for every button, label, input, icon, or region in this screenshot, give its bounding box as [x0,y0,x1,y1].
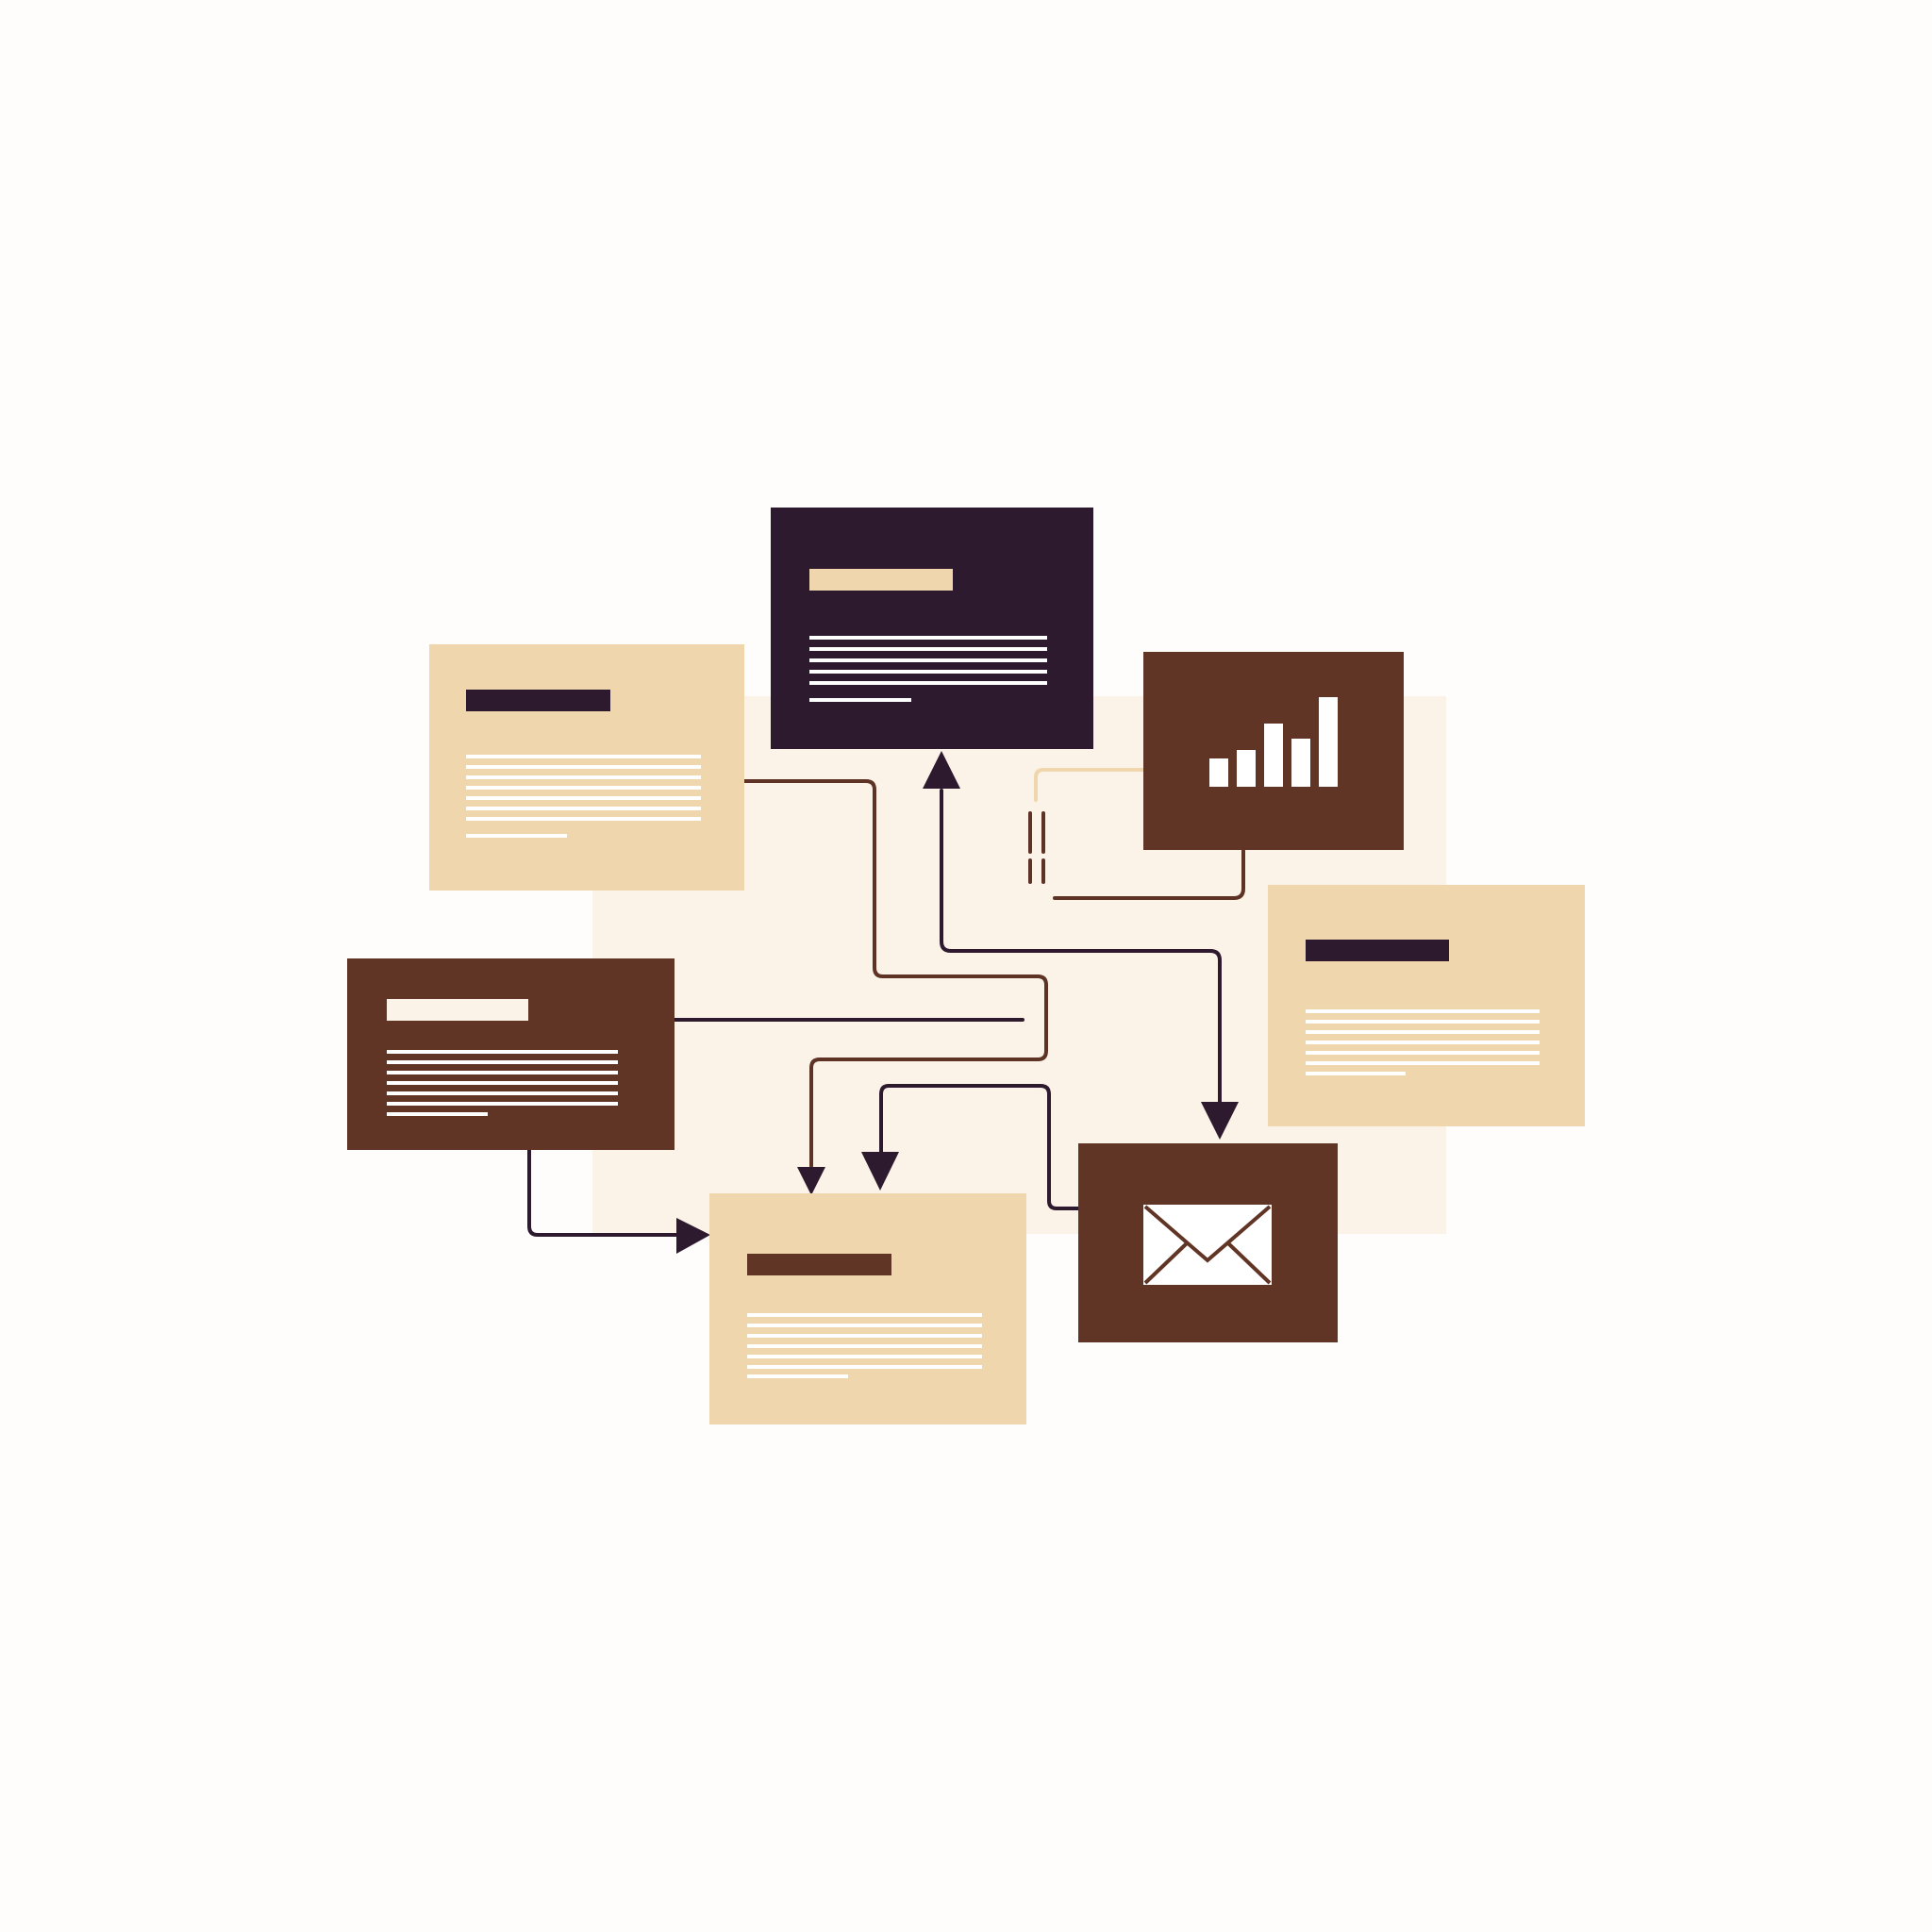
connector-up-to-topcenter [940,789,1222,1106]
card-right[interactable] [1268,885,1585,1126]
text-lines-icon [747,1313,982,1378]
card-title-bar [1306,940,1449,961]
card-mail[interactable] [1078,1143,1338,1342]
arrowhead-up-topcenter [923,751,960,789]
card-title-bar [747,1254,891,1275]
card-title-bar [466,690,610,711]
arrowhead-down-mail [1201,1102,1239,1140]
card-title-bar [809,569,953,591]
card-bottom-center[interactable] [709,1193,1026,1424]
card-top-center[interactable] [771,508,1093,749]
bar-chart-icon [1209,697,1338,787]
connector-chart-link [1053,849,1245,900]
text-lines-icon [387,1050,618,1116]
text-lines-icon [1306,1009,1540,1075]
envelope-icon [1143,1205,1272,1285]
card-middle-left[interactable] [347,958,675,1150]
connector-chart-tan-link [1034,768,1145,802]
connector-topleft-to-bottom [742,779,1048,1168]
card-title-bar [387,999,528,1021]
dashed-link [1028,811,1045,884]
arrowhead-left-into-bottom [676,1218,710,1254]
card-chart[interactable] [1143,652,1404,850]
connector-middleleft-to-bottom [527,1147,679,1237]
text-lines-icon [466,755,701,838]
text-lines-icon [809,636,1047,702]
arrowhead-bottom-left [797,1167,825,1195]
arrowhead-bottom-right [861,1152,899,1191]
card-top-left[interactable] [429,644,744,891]
connector-mail-to-bottom [879,1084,1080,1210]
